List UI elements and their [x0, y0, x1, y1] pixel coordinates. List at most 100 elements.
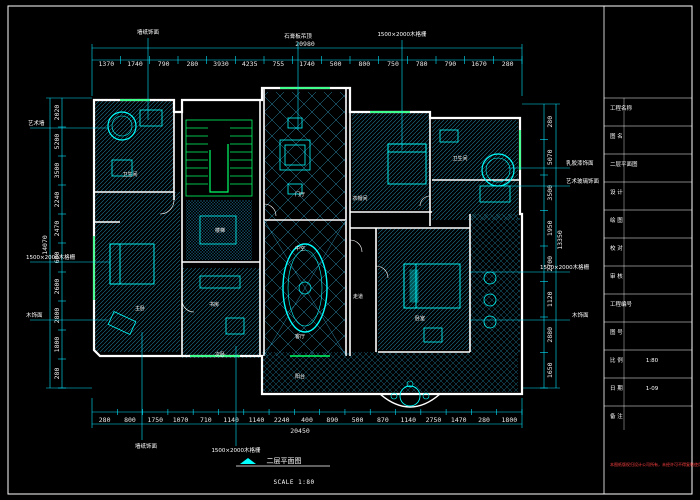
bottom-dimension-value: 890: [326, 416, 338, 424]
top-dimension-value: 755: [272, 60, 284, 68]
room-label: 衣帽间: [352, 195, 367, 202]
round-table: [399, 385, 421, 407]
bottom-total-dimension: 20450: [290, 427, 310, 435]
bottom-dimension-value: 710: [200, 416, 212, 424]
room-label: 主卧: [135, 305, 145, 312]
room-label: 次卧: [215, 351, 225, 358]
left-dimension-value: 2470: [53, 221, 61, 237]
title-block-row: 工程名称: [610, 104, 633, 112]
right-dimension-value: 3500: [546, 185, 554, 201]
terrace-floor: [262, 352, 518, 392]
left-dimension-value: 1800: [53, 337, 61, 353]
bottom-dimension-value: 280: [478, 416, 490, 424]
callout-label: 1500×2000木格栅: [540, 263, 590, 271]
title-block-row: 比 例: [610, 356, 623, 364]
title-block-row: 绘 图: [610, 216, 623, 224]
master-bedroom-floor: [94, 192, 180, 352]
staircase: [185, 119, 253, 197]
callout-label: 木饰面: [572, 311, 589, 319]
title-block-row: 设 计: [610, 188, 623, 196]
room-label: 书房: [209, 301, 219, 308]
bathroom-2-floor: [432, 120, 518, 220]
callout-label: 1500×2000木格栅: [26, 253, 76, 261]
left-total-dimension: 14070: [41, 235, 49, 255]
furniture-misc: [107, 109, 511, 343]
title-block-row: 校 对: [610, 244, 623, 252]
title-block-row: 日 期: [610, 385, 623, 392]
top-dimension-value: 3930: [213, 60, 229, 68]
right-dimension-value: 2880: [546, 327, 554, 343]
top-dimension-value: 790: [158, 60, 170, 68]
bottom-dimension-value: 800: [124, 416, 136, 424]
left-dimension-value: 2800: [53, 308, 61, 324]
bottom-dimension-value: 1070: [173, 416, 189, 424]
left-dimension-value: 5200: [53, 134, 61, 150]
study-floor: [182, 268, 260, 358]
bottom-dimension-value: 1140: [400, 416, 416, 424]
furniture-beds: [109, 143, 461, 309]
top-dimension-value: 1370: [99, 60, 115, 68]
title-block-row: 备 注: [610, 412, 623, 420]
callout-leaders: [30, 38, 570, 446]
round-bathtub-left: [107, 111, 137, 141]
room-label: 阳台: [295, 373, 305, 380]
right-dimension-value: 1950: [546, 220, 554, 236]
right-dimension-value: 5070: [546, 149, 554, 165]
top-dimension-value: 800: [358, 60, 370, 68]
windows: [93, 87, 521, 357]
callout-label: 石膏板吊顶: [284, 32, 312, 40]
right-dimension-value: 280: [546, 116, 554, 128]
bottom-dimension-value: 2240: [274, 416, 290, 424]
callout-label: 木饰面: [26, 311, 43, 319]
top-dimension-lines: [91, 44, 523, 96]
top-dimension-value: 4235: [242, 60, 258, 68]
bedroom-2-floor: [352, 112, 430, 210]
bathroom-floor: [94, 100, 174, 192]
top-dimension-value: 750: [387, 60, 399, 68]
left-dimension-value: 3500: [53, 163, 61, 179]
right-total-dimension: 13350: [556, 230, 564, 250]
title-block-scale-value: 1:80: [646, 358, 659, 364]
callout-label: 乳胶漆饰面: [566, 159, 594, 167]
room-label: 门厅: [295, 191, 305, 198]
bottom-dimension-value: 1750: [147, 416, 163, 424]
right-dimension-value: 2700: [546, 256, 554, 272]
top-dimension-value: 500: [330, 60, 342, 68]
callout-label: 墙纸饰面: [135, 442, 158, 450]
title-block-row: 图 名: [610, 132, 623, 140]
callout-label: 艺术玻璃饰面: [566, 177, 600, 185]
room-label: 中空: [295, 245, 305, 252]
doors: [159, 195, 431, 313]
drawing-scale: SCALE 1:80: [273, 479, 314, 486]
bottom-dimension-value: 1800: [502, 416, 518, 424]
title-block-frame: [603, 5, 693, 495]
left-dimension-value: 600: [53, 252, 61, 264]
bottom-dimension-value: 500: [352, 416, 364, 424]
top-dimension-value: 780: [416, 60, 428, 68]
right-dimension-value: 1120: [546, 291, 554, 307]
left-dimension-value: 280: [53, 368, 61, 380]
top-dimension-value: 1670: [471, 60, 487, 68]
exterior-wall: [92, 86, 524, 396]
bottom-dimension-value: 1140: [223, 416, 239, 424]
bottom-dimension-value: 280: [99, 416, 111, 424]
left-dimension-value: 2020: [53, 105, 61, 121]
top-dimension-value: 1740: [299, 60, 315, 68]
interior-walls: [94, 88, 520, 356]
room-label: 楼梯: [215, 227, 225, 234]
title-block-row: 图 号: [610, 328, 623, 336]
title-marker-icon: [240, 458, 256, 464]
building-plan: [92, 86, 524, 408]
room-label: 客厅: [295, 333, 305, 340]
title-block-note: 本图纸版权归设计公司所有，未经许可不得复制使用: [610, 461, 700, 467]
top-total-dimension: 20980: [295, 40, 315, 48]
left-dimension-value: 2240: [53, 192, 61, 208]
title-block-row: 审 核: [610, 272, 623, 280]
